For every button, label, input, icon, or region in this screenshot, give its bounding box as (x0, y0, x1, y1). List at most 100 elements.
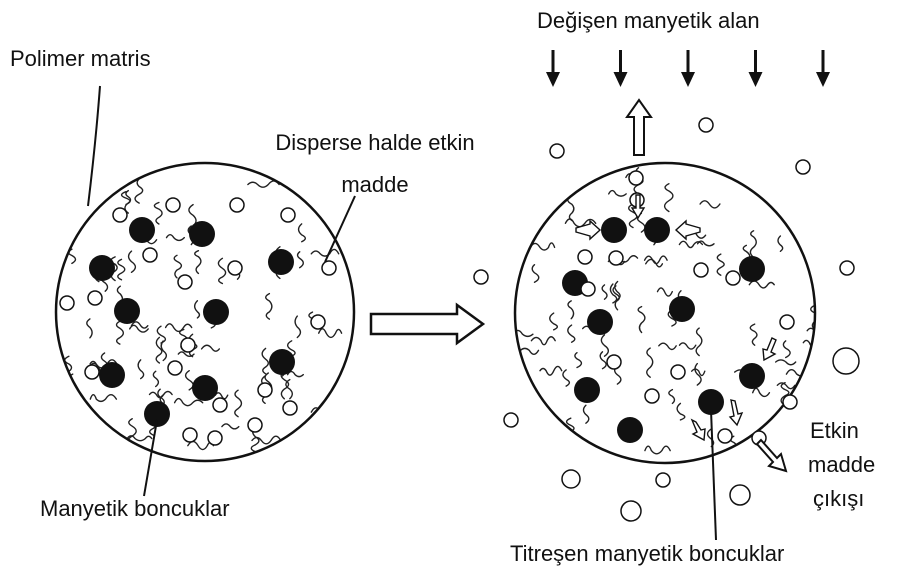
polymer-chain (87, 319, 92, 338)
polymer-chain (783, 341, 790, 358)
diagram-elements (60, 50, 859, 540)
polymer-chain (222, 424, 239, 429)
label-drug-release-line3: çıkışı (813, 486, 864, 512)
leader-magnetic-beads (144, 420, 157, 496)
polymer-chain (753, 388, 770, 396)
polymer-chain (174, 255, 181, 278)
drug-particle (783, 395, 797, 409)
field-arrow-head (816, 72, 830, 87)
magnetic-bead (587, 309, 613, 335)
polymer-chain (658, 288, 673, 296)
drug-particle (726, 271, 740, 285)
drug-particle (113, 208, 127, 222)
released-drug-particle (550, 144, 564, 158)
polymer-chain (669, 390, 675, 404)
polymer-chain (659, 343, 676, 349)
polymer-chain (803, 340, 815, 346)
magnetic-bead (192, 375, 218, 401)
label-vibrating-magnetic-beads: Titreşen manyetik boncuklar (510, 541, 784, 567)
polymer-chain (641, 464, 647, 485)
field-arrow-head (614, 72, 628, 87)
vibration-arrow (576, 221, 600, 239)
polymer-chain (645, 446, 670, 454)
polymer-chain (520, 348, 538, 354)
released-drug-particle (840, 261, 854, 275)
released-drug-particle (656, 473, 670, 487)
polymer-chain (540, 366, 562, 375)
drug-particle (718, 429, 732, 443)
polymer-chain (679, 241, 702, 247)
polymer-chain (156, 337, 162, 363)
polymer-chain (90, 395, 116, 402)
release-arrow-up (627, 100, 651, 155)
polymer-chain (563, 370, 570, 386)
magnetic-bead (644, 217, 670, 243)
polymer-chain (166, 324, 192, 332)
drug-particle (645, 389, 659, 403)
magnetic-bead (617, 417, 643, 443)
polymer-chain (665, 184, 673, 212)
label-polymer-matrix: Polimer matris (10, 46, 151, 72)
polymer-chain (262, 348, 268, 373)
label-dispersed-drug-line1: Disperse halde etkin (240, 130, 510, 156)
drug-particle (228, 261, 242, 275)
released-drug-particle (504, 413, 518, 427)
polymer-chain (175, 399, 203, 406)
magnetic-bead (189, 221, 215, 247)
polymer-chain (647, 348, 653, 377)
released-drug-particle (562, 470, 580, 488)
drug-particle (230, 198, 244, 212)
label-dispersed-drug-line2: madde (240, 172, 510, 198)
release-arrow-right (757, 440, 786, 471)
drug-particle (780, 315, 794, 329)
polymer-chain (202, 345, 220, 351)
label-drug-release-line2: madde (808, 452, 875, 478)
polymer-chain (730, 171, 749, 177)
drug-particle (311, 315, 325, 329)
polymer-chain (804, 249, 829, 255)
released-drug-particle (621, 501, 641, 521)
polymer-chain (776, 360, 796, 365)
polymer-chain (807, 327, 831, 335)
magnetic-bead (601, 217, 627, 243)
polymer-chain (129, 251, 136, 272)
polymer-chain (138, 360, 143, 379)
released-drug-particle (796, 160, 810, 174)
drug-particle (694, 263, 708, 277)
polymer-chain (295, 316, 300, 337)
magnetic-bead (669, 296, 695, 322)
released-drug-particle (699, 118, 713, 132)
drug-particle (168, 361, 182, 375)
drug-particle (581, 282, 595, 296)
drug-particle (607, 355, 621, 369)
label-drug-release-line1: Etkin (810, 418, 859, 444)
drug-particle (85, 365, 99, 379)
polymer-chain (286, 380, 292, 399)
polymer-chain (130, 325, 149, 332)
polymer-chain (777, 383, 795, 389)
field-arrow-head (749, 72, 763, 87)
polymer-chain (156, 455, 162, 472)
drug-particle (166, 198, 180, 212)
magnetic-bead (99, 362, 125, 388)
polymer-chain (311, 249, 338, 256)
drug-particle (629, 171, 643, 185)
polymer-chain (677, 403, 685, 420)
magnetic-bead (269, 349, 295, 375)
polymer-chain (749, 281, 774, 288)
polymer-chain (157, 326, 165, 343)
polymer-chain (118, 259, 125, 279)
polymer-chain (717, 254, 724, 275)
label-magnetic-beads: Manyetik boncuklar (40, 496, 230, 522)
drug-particle (248, 418, 262, 432)
polymer-chain (750, 324, 757, 345)
polymer-chain (601, 335, 608, 356)
magnetic-bead (739, 363, 765, 389)
label-alternating-magnetic-field: Değişen manyetik alan (537, 8, 760, 34)
polymer-chain (117, 321, 124, 344)
polymer-chain (235, 390, 242, 417)
vibration-arrow (676, 221, 700, 239)
drug-particle (60, 296, 74, 310)
